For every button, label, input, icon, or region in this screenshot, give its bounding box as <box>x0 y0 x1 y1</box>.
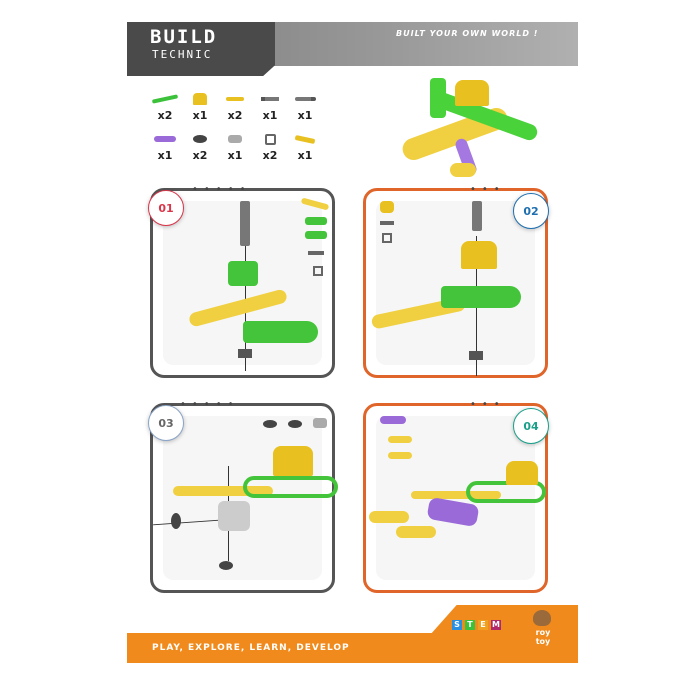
yellow-peg <box>450 163 476 177</box>
step-badge-04: 04 <box>513 408 549 444</box>
nut-icon <box>193 135 207 143</box>
part-green-clip-icon <box>305 217 327 225</box>
slogan: BUILT YOUR OWN WORLD ! <box>396 29 539 38</box>
part-yellow-long-beam: x1 <box>290 132 320 172</box>
nut-icon <box>469 351 483 360</box>
part-angle-bracket: x1 <box>220 132 250 172</box>
angle-bracket-icon <box>228 135 242 143</box>
part-green-beam: x2 <box>150 92 180 132</box>
stem-e: E <box>478 620 488 630</box>
part-dark-nut: x2 <box>185 132 215 172</box>
stem-m: M <box>491 620 501 630</box>
step-badge-02: 02 <box>513 193 549 229</box>
dotted-connector: ••• <box>470 184 506 195</box>
square-nut-icon <box>264 133 276 145</box>
part-square-nut-icon <box>382 233 392 243</box>
screw-icon <box>261 97 279 101</box>
long-screw-icon <box>294 97 316 101</box>
brand-bear-icon <box>533 610 551 626</box>
dotted-connector: ••• <box>470 399 506 410</box>
nut-icon <box>219 561 233 570</box>
brand-logo-text: roy toy <box>535 628 551 646</box>
purple-beam-icon <box>154 136 176 142</box>
green-bracket <box>228 261 258 286</box>
part-nut-icon <box>263 420 277 428</box>
yellow-bracket <box>461 241 497 269</box>
green-clip <box>243 321 318 343</box>
part-angle-bracket-icon <box>313 418 327 428</box>
yellow-beam <box>173 486 273 496</box>
part-square-nut-icon <box>313 266 323 276</box>
step-panel-04 <box>363 403 548 593</box>
green-clip <box>441 286 521 308</box>
part-green-clip-icon <box>305 231 327 239</box>
part-purple-beam: x1 <box>150 132 180 172</box>
part-square-nut: x2 <box>255 132 285 172</box>
part-yellow-bracket: x1 <box>185 92 215 132</box>
nut-icon <box>238 349 252 358</box>
step-panel-02 <box>363 188 548 378</box>
title-build: BUILD <box>150 26 218 48</box>
yellow-bracket <box>506 461 538 485</box>
part-yellow-peg-icon <box>388 436 412 443</box>
step-panel-01 <box>150 188 335 378</box>
assembled-model-image <box>399 78 560 188</box>
title-technic: TECHNIC <box>152 48 213 61</box>
yellow-bracket <box>455 80 489 106</box>
screw-icon <box>240 201 250 246</box>
part-yellow-short-beam: x2 <box>220 92 250 132</box>
part-screw-icon <box>308 251 324 255</box>
yellow-bracket <box>273 446 313 476</box>
part-nut-icon <box>288 420 302 428</box>
footer-tagline: PLAY, EXPLORE, LEARN, DEVELOP <box>152 643 350 653</box>
assembly-axis <box>245 211 246 371</box>
parts-row-2: x1 x2 x1 x2 x1 <box>150 132 320 172</box>
yellow-short-beam-icon <box>226 97 244 101</box>
part-bracket-icon <box>380 201 394 213</box>
parts-list: x2 x1 x2 x1 x1 x1 x2 x1 x2 x1 <box>150 92 320 172</box>
step-panel-03 <box>150 403 338 593</box>
part-grey-screw: x1 <box>255 92 285 132</box>
step-badge-03: 03 <box>148 405 184 441</box>
screw-icon <box>472 201 482 231</box>
grey-angle-bracket <box>218 501 250 531</box>
part-grey-long-screw: x1 <box>290 92 320 132</box>
stem-t: T <box>465 620 475 630</box>
yellow-peg <box>369 511 409 523</box>
green-beam-icon <box>151 94 179 104</box>
dotted-connector: ••••• <box>180 399 240 410</box>
yellow-beam <box>411 491 501 499</box>
yellow-long-beam-icon <box>294 134 316 144</box>
dotted-connector: ••••• <box>192 184 252 195</box>
stem-s: S <box>452 620 462 630</box>
part-purple-beam-icon <box>380 416 406 424</box>
green-arm-vertical <box>430 78 446 118</box>
header-dark-block <box>127 22 275 76</box>
footer-banner <box>127 633 578 663</box>
nut-icon <box>171 513 181 529</box>
parts-row-1: x2 x1 x2 x1 x1 <box>150 92 320 132</box>
part-screw-icon <box>380 221 394 225</box>
yellow-peg <box>396 526 436 538</box>
step-badge-01: 01 <box>148 190 184 226</box>
yellow-bracket-icon <box>193 93 207 105</box>
part-yellow-peg-icon <box>388 452 412 459</box>
green-loop <box>243 476 338 498</box>
